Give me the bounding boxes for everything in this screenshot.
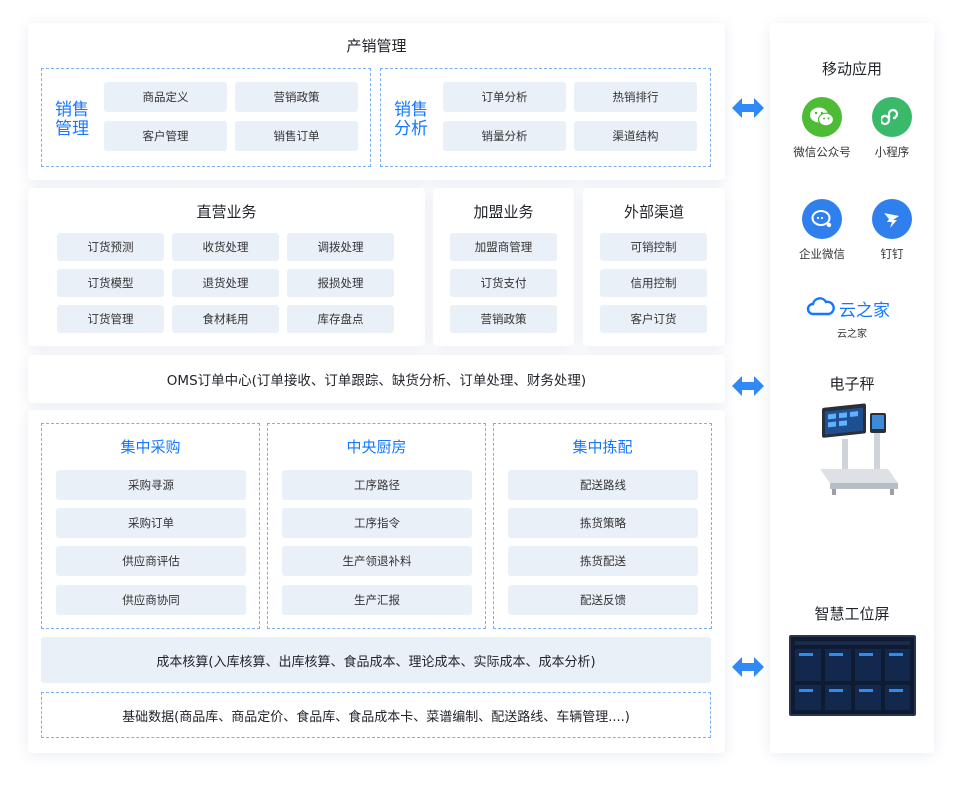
chip-receiving[interactable]: 收货处理 [172,233,279,261]
yunzhijia-logo: 云之家 [806,295,906,321]
double-arrow-icon [732,98,764,118]
chip-returns[interactable]: 退货处理 [172,269,279,297]
chip-sellable-control[interactable]: 可销控制 [600,233,707,261]
chip-sales-order[interactable]: 销售订单 [235,121,358,151]
external-channel-panel: 外部渠道 可销控制 信用控制 客户订货 [583,188,725,346]
app-label: 小程序 [874,145,910,159]
group-title: 集中采购 [120,438,181,456]
chip-supplier-collaboration[interactable]: 供应商协同 [56,585,246,615]
chip-marketing-policy[interactable]: 营销政策 [235,82,358,112]
group-title: 集中拣配 [572,438,633,456]
chip-delivery-feedback[interactable]: 配送反馈 [508,585,698,615]
supply-chain-panel: 集中采购 采购寻源 采购订单 供应商评估 供应商协同 中央厨房 工序路径 工序指… [28,410,725,753]
mobile-apps-title: 移动应用 [821,60,882,78]
cloud-icon [806,297,835,316]
central-kitchen-group: 中央厨房 工序路径 工序指令 生产领退补料 生产汇报 [267,423,486,629]
smart-screen-title: 智慧工位屏 [814,605,890,623]
app-label: 钉钉 [880,247,904,261]
panel-title: 外部渠道 [623,203,684,221]
chip-transfer[interactable]: 调拨处理 [287,233,394,261]
chip-product-definition[interactable]: 商品定义 [104,82,227,112]
chip-customer-ordering[interactable]: 客户订货 [600,305,707,333]
app-label: 企业微信 [799,247,845,261]
panel-title: 产销管理 [346,37,407,55]
oms-order-center: OMS订单中心(订单接收、订单跟踪、缺货分析、订单处理、财务处理) [28,355,725,403]
production-sales-panel: 产销管理 销售 管理 商品定义 营销政策 客户管理 销售订单 销售 分析 订单分… [28,23,725,180]
electronic-scale-image [820,403,898,495]
franchise-business-panel: 加盟业务 加盟商管理 订货支付 营销政策 [433,188,574,346]
central-picking-group: 集中拣配 配送路线 拣货策略 拣货配送 配送反馈 [493,423,712,629]
chip-procurement-sourcing[interactable]: 采购寻源 [56,470,246,500]
chip-ingredient-usage[interactable]: 食材耗用 [172,305,279,333]
scale-title: 电子秤 [829,375,875,393]
oms-label: OMS订单中心(订单接收、订单跟踪、缺货分析、订单处理、财务处理) [166,373,587,389]
mini-program-icon [872,97,912,137]
app-wechat-official[interactable]: 微信公众号 [792,97,852,160]
app-dingtalk[interactable]: 钉钉 [862,199,922,262]
chip-customer-management[interactable]: 客户管理 [104,121,227,151]
chip-order-payment[interactable]: 订货支付 [450,269,557,297]
cost-accounting-bar: 成本核算(入库核算、出库核算、食品成本、理论成本、实际成本、成本分析) [41,637,711,683]
double-arrow-icon [732,376,764,396]
smart-station-screen-image [789,635,916,716]
app-label: 微信公众号 [793,145,851,159]
chip-delivery-route[interactable]: 配送路线 [508,470,698,500]
terminal-panel: 移动应用 微信公众号 小程序 企业 [770,23,934,753]
wecom-icon [802,199,842,239]
sales-management-group: 销售 管理 商品定义 营销政策 客户管理 销售订单 [41,68,371,167]
chip-order-forecast[interactable]: 订货预测 [57,233,164,261]
chip-production-report[interactable]: 生产汇报 [282,585,472,615]
direct-business-panel: 直营业务 订货预测 收货处理 调拨处理 订货模型 退货处理 报损处理 订货管理 … [28,188,425,346]
chip-material-requisition[interactable]: 生产领退补料 [282,546,472,576]
panel-title: 直营业务 [196,203,257,221]
chip-sales-volume-analysis[interactable]: 销量分析 [443,121,566,151]
dingtalk-icon [872,199,912,239]
chip-supplier-evaluation[interactable]: 供应商评估 [56,546,246,576]
chip-process-instruction[interactable]: 工序指令 [282,508,472,538]
chip-franchise-marketing-policy[interactable]: 营销政策 [450,305,557,333]
panel-title: 加盟业务 [473,203,534,221]
chip-franchisee-management[interactable]: 加盟商管理 [450,233,557,261]
double-arrow-icon [732,657,764,677]
chip-purchase-order[interactable]: 采购订单 [56,508,246,538]
chip-order-analysis[interactable]: 订单分析 [443,82,566,112]
chip-order-model[interactable]: 订货模型 [57,269,164,297]
yunzhijia-caption: 云之家 [837,329,867,340]
chip-process-route[interactable]: 工序路径 [282,470,472,500]
group-title: 中央厨房 [346,438,407,456]
chip-order-management[interactable]: 订货管理 [57,305,164,333]
chip-loss-report[interactable]: 报损处理 [287,269,394,297]
sales-management-label: 销售 管理 [55,100,89,139]
chip-hot-sales-ranking[interactable]: 热销排行 [574,82,697,112]
chip-channel-structure[interactable]: 渠道结构 [574,121,697,151]
sales-analysis-label: 销售 分析 [394,100,428,139]
base-data-bar: 基础数据(商品库、商品定价、食品库、食品成本卡、菜谱编制、配送路线、车辆管理..… [41,692,711,738]
sales-analysis-group: 销售 分析 订单分析 热销排行 销量分析 渠道结构 [380,68,711,167]
chip-picking-strategy[interactable]: 拣货策略 [508,508,698,538]
chip-credit-control[interactable]: 信用控制 [600,269,707,297]
app-wecom[interactable]: 企业微信 [792,199,852,262]
chip-picking-delivery[interactable]: 拣货配送 [508,546,698,576]
central-procurement-group: 集中采购 采购寻源 采购订单 供应商评估 供应商协同 [41,423,260,629]
wechat-icon [802,97,842,137]
app-mini-program[interactable]: 小程序 [862,97,922,160]
chip-inventory-count[interactable]: 库存盘点 [287,305,394,333]
